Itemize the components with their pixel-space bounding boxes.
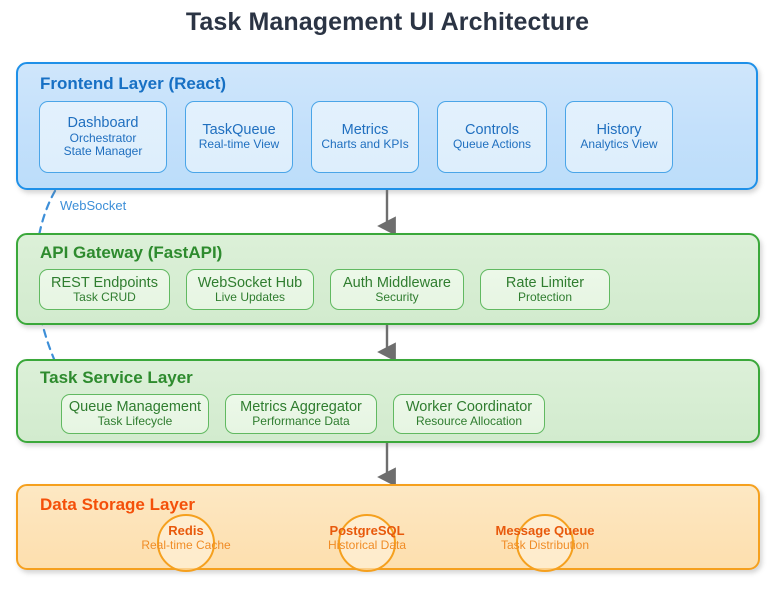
card-worker-coordinator-subtitle: Resource Allocation [415, 414, 523, 429]
card-metrics-aggregator[interactable]: Metrics Aggregator Performance Data [225, 394, 377, 434]
storage-node-redis-circle[interactable] [157, 514, 215, 572]
card-worker-coordinator[interactable]: Worker Coordinator Resource Allocation [393, 394, 545, 434]
page-title: Task Management UI Architecture [185, 8, 590, 36]
card-websocket-hub[interactable]: WebSocket Hub Live Updates [186, 269, 314, 310]
layer-frontend-title: Frontend Layer (React) [40, 74, 227, 93]
card-taskqueue-title: TaskQueue [202, 122, 276, 139]
storage-node-message-queue-circle[interactable] [516, 514, 574, 572]
card-history[interactable]: History Analytics View [565, 101, 673, 173]
card-auth-middleware-title: Auth Middleware [343, 274, 451, 291]
card-history-subtitle: Analytics View [580, 137, 658, 152]
card-queue-management-subtitle: Task Lifecycle [97, 414, 173, 429]
card-dashboard-subtitle-2: State Manager [63, 144, 143, 159]
websocket-edge-label: WebSocket [60, 198, 127, 213]
layer-api-gateway-title: API Gateway (FastAPI) [40, 243, 223, 262]
card-rate-limiter-subtitle: Protection [517, 289, 573, 304]
card-rest-endpoints[interactable]: REST Endpoints Task CRUD [39, 269, 170, 310]
card-rate-limiter[interactable]: Rate Limiter Protection [480, 269, 610, 310]
card-metrics-title: Metrics [341, 122, 389, 139]
card-metrics[interactable]: Metrics Charts and KPIs [311, 101, 419, 173]
card-rate-limiter-title: Rate Limiter [505, 274, 585, 291]
card-websocket-hub-subtitle: Live Updates [214, 289, 286, 304]
card-rest-endpoints-title: REST Endpoints [51, 274, 158, 291]
card-worker-coordinator-title: Worker Coordinator [405, 399, 533, 416]
card-auth-middleware-subtitle: Security [375, 289, 419, 304]
card-metrics-aggregator-title: Metrics Aggregator [240, 399, 362, 416]
card-dashboard[interactable]: Dashboard Orchestrator State Manager [39, 101, 167, 173]
card-auth-middleware[interactable]: Auth Middleware Security [330, 269, 464, 310]
layer-data-storage-title: Data Storage Layer [40, 495, 195, 514]
card-history-title: History [596, 122, 642, 139]
card-queue-management-title: Queue Management [68, 399, 202, 416]
card-controls-title: Controls [465, 122, 519, 139]
card-dashboard-title: Dashboard [67, 115, 139, 132]
card-dashboard-subtitle: Orchestrator [69, 130, 137, 145]
card-taskqueue-subtitle: Real-time View [198, 137, 280, 152]
card-queue-management[interactable]: Queue Management Task Lifecycle [61, 394, 209, 434]
card-metrics-aggregator-subtitle: Performance Data [252, 414, 350, 429]
card-controls[interactable]: Controls Queue Actions [437, 101, 547, 173]
card-taskqueue[interactable]: TaskQueue Real-time View [185, 101, 293, 173]
storage-node-postgresql-circle[interactable] [338, 514, 396, 572]
card-websocket-hub-title: WebSocket Hub [197, 274, 303, 291]
card-controls-subtitle: Queue Actions [452, 137, 532, 152]
card-metrics-subtitle: Charts and KPIs [321, 137, 409, 152]
layer-task-service-title: Task Service Layer [40, 368, 193, 387]
card-rest-endpoints-subtitle: Task CRUD [73, 289, 136, 304]
